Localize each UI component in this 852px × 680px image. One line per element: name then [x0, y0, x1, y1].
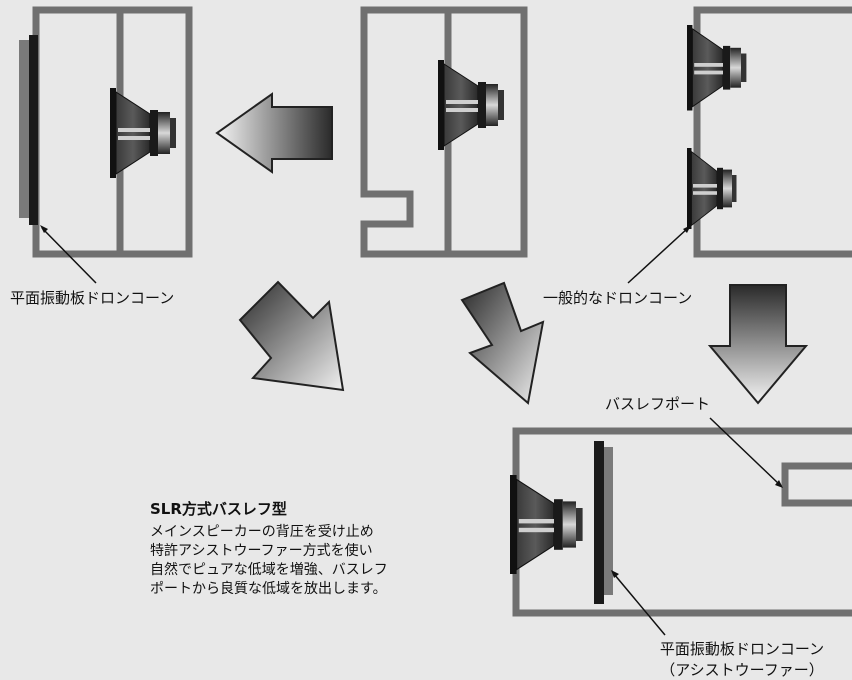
assist-panel-grey	[604, 447, 613, 595]
enclosure-bass-reflex	[360, 6, 528, 258]
arrow-left	[215, 92, 333, 174]
flat-panel-grey	[19, 40, 29, 218]
arrow-diag-left	[238, 280, 345, 392]
label-flat-drone-bottom: 平面振動板ドロンコーン （アシストウーファー）	[632, 638, 852, 680]
leader-flat-bottom	[613, 573, 666, 636]
enclosure-flat-panel	[19, 6, 193, 258]
slr-line: メインスピーカーの背圧を受け止め	[150, 524, 374, 540]
leader-port	[709, 417, 781, 486]
leader-flat-left	[41, 227, 97, 284]
arrow-down-right	[707, 284, 809, 405]
leader-general	[627, 227, 689, 284]
label-bass-reflex-port: バスレフポート	[605, 395, 711, 413]
label-general-drone: 一般的なドロンコーン	[543, 289, 693, 307]
label-flat-drone-bottom-main: 平面振動板ドロンコーン	[659, 640, 825, 658]
slr-line: 自然でピュアな低域を増強、バスレフ	[150, 562, 388, 578]
assist-panel-dark	[594, 441, 604, 604]
slr-description: SLR方式バスレフ型 メインスピーカーの背圧を受け止め 特許アシストウーファー方…	[150, 498, 388, 599]
enclosure-slr	[509, 427, 852, 617]
slr-line: ポートから良質な低域を放出します。	[150, 581, 387, 597]
arrow-diag-middle	[460, 281, 545, 405]
label-flat-drone-left: 平面振動板ドロンコーン	[10, 289, 175, 307]
label-assist-woofer: （アシストウーファー）	[660, 661, 824, 679]
slr-title: SLR方式バスレフ型	[150, 500, 287, 518]
enclosure-general-drone	[686, 6, 852, 258]
slr-line: 特許アシストウーファー方式を使い	[150, 543, 373, 559]
flat-panel-dark	[29, 35, 38, 225]
